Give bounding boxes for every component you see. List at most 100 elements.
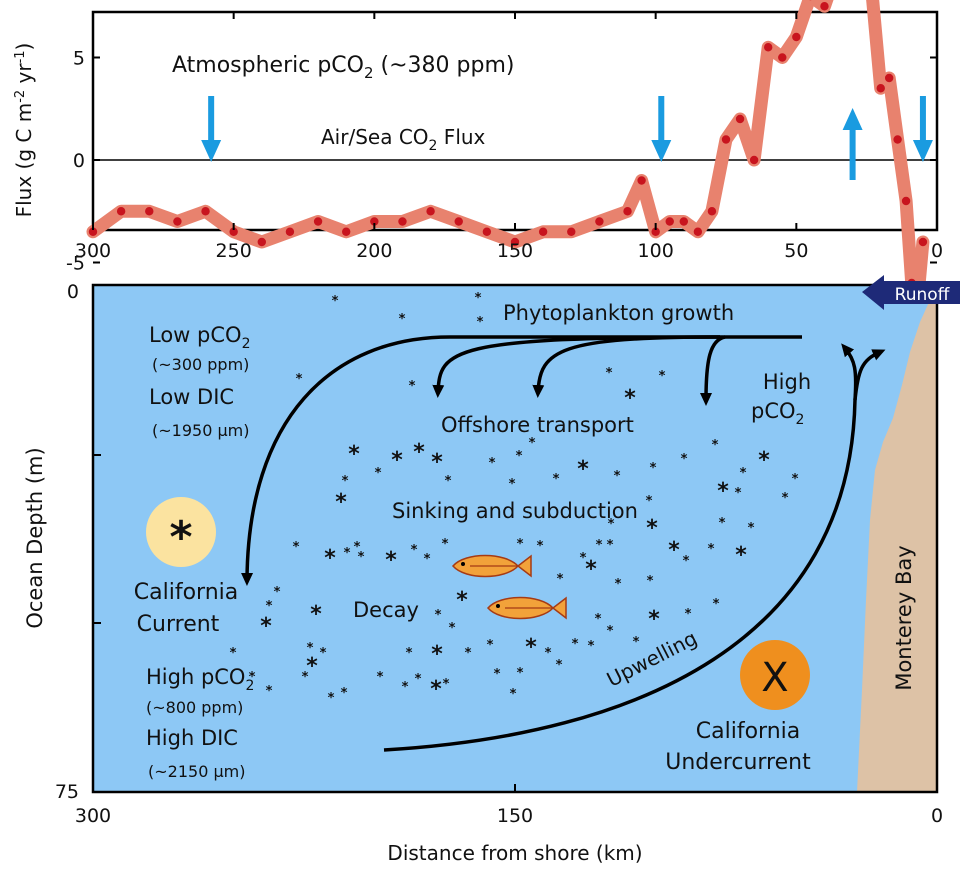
runoff-label: Runoff: [895, 285, 951, 305]
flux-data-point: [679, 217, 688, 226]
upwelling-path: [383, 343, 858, 752]
particle-star: *: [293, 540, 300, 555]
flux-data-point: [820, 2, 829, 11]
offshore-arrow-2: [532, 335, 721, 398]
particle-star: *: [475, 291, 482, 306]
particle-star: *: [415, 672, 422, 687]
particle-star: *: [608, 517, 615, 532]
flux-data-point: [792, 32, 801, 42]
flux-y-tick-label: 5: [73, 48, 85, 70]
particle-star: *: [409, 379, 416, 394]
particle-star: *: [435, 608, 442, 623]
flux-data-point: [370, 217, 379, 226]
flux-data-point: [764, 43, 773, 52]
phytoplankton-label: Phytoplankton growth: [503, 301, 734, 325]
particle-star: *: [758, 448, 770, 473]
particle-star: *: [296, 372, 303, 387]
flux-data-point: [595, 217, 604, 226]
offshore-arrow-3: [700, 335, 726, 406]
particle-star: *: [708, 542, 715, 557]
particle-star: *: [489, 456, 496, 471]
flux-data-point: [342, 227, 351, 236]
particle-star: *: [553, 472, 560, 487]
particle-star: *: [477, 315, 484, 330]
particle-star: *: [650, 461, 657, 476]
particle-star: *: [607, 624, 614, 639]
particle-star: *: [509, 477, 516, 492]
particle-star: *: [646, 494, 653, 509]
particle-star: *: [320, 646, 327, 661]
flux-data-point: [651, 227, 660, 236]
particle-star: *: [443, 677, 450, 692]
particle-star: *: [681, 452, 688, 467]
flux-data-point: [88, 227, 98, 236]
high-dic-value: (~2150 µm): [148, 762, 245, 781]
distance-axis-label: Distance from shore (km): [387, 841, 642, 865]
high-pco2-value: (~800 ppm): [146, 698, 243, 717]
particle-star: *: [557, 572, 564, 587]
flux-data-point: [901, 196, 911, 206]
particle-star: *: [685, 607, 692, 622]
flux-y-label: Flux (g C m-2 yr-1): [12, 43, 36, 218]
particle-star: *: [792, 472, 799, 487]
offshore-arrow-1: [432, 335, 721, 398]
particle-star: *: [266, 684, 273, 699]
flux-data-point: [693, 227, 703, 236]
particle-star: *: [577, 457, 589, 482]
flux-arrow-down: [651, 96, 672, 162]
flux-arrow-up: [842, 108, 863, 180]
particle-star: *: [402, 680, 409, 695]
particle-star: *: [529, 436, 536, 451]
low-dic-label: Low DIC: [149, 385, 234, 409]
flux-data-point: [623, 207, 632, 216]
ocean-background: [93, 285, 937, 792]
particle-star: *: [375, 466, 382, 481]
particle-star: *: [494, 667, 501, 682]
particle-star: *: [633, 635, 640, 650]
flux-data-point: [173, 217, 182, 226]
monterey-bay-land: [857, 290, 937, 792]
particle-star: *: [266, 599, 273, 614]
particle-star: *: [712, 438, 719, 453]
monterey-bay-label: Monterey Bay: [892, 545, 916, 690]
particle-star: *: [341, 686, 348, 701]
flux-x-tick-label: 250: [216, 240, 252, 262]
particle-star: *: [354, 540, 361, 555]
offshore-transport-label: Offshore transport: [441, 413, 634, 437]
california-undercurrent-label-2: Undercurrent: [665, 750, 811, 775]
particle-star: *: [310, 602, 322, 627]
flux-data-point: [482, 227, 492, 236]
particle-star: *: [274, 585, 281, 600]
particle-star: *: [537, 539, 544, 554]
particle-star: *: [735, 486, 742, 501]
flux-arrow-down: [912, 96, 933, 162]
depth-axis-label: Ocean Depth (m): [23, 447, 47, 628]
california-current-label-2: Current: [137, 612, 220, 637]
flux-x-tick-label: 0: [931, 240, 943, 262]
particle-star: *: [624, 386, 636, 411]
particle-star: *: [399, 312, 406, 327]
particle-star: *: [260, 614, 272, 639]
flux-data-point: [884, 73, 894, 83]
particle-star: *: [445, 474, 452, 489]
flux-data-point: [567, 227, 576, 236]
particle-star: *: [328, 691, 335, 706]
particle-star: *: [358, 550, 365, 565]
particle-star: *: [348, 442, 360, 467]
flux-y-tick-label: -5: [66, 253, 85, 275]
particle-star: *: [683, 554, 690, 569]
particle-star: *: [249, 670, 256, 685]
particle-star: *: [431, 642, 443, 667]
particle-star: *: [332, 294, 339, 309]
flux-data-point: [637, 176, 646, 185]
flux-data-point: [749, 155, 759, 165]
particle-star: *: [588, 639, 595, 654]
flux-data-point: [285, 227, 295, 236]
flux-data-point: [398, 217, 407, 226]
flux-plot-frame: [91, 10, 939, 232]
particle-star: *: [510, 687, 517, 702]
particle-star: *: [646, 516, 658, 541]
flux-data-point: [313, 217, 323, 226]
low-pco2-value: (~300 ppm): [152, 355, 249, 374]
